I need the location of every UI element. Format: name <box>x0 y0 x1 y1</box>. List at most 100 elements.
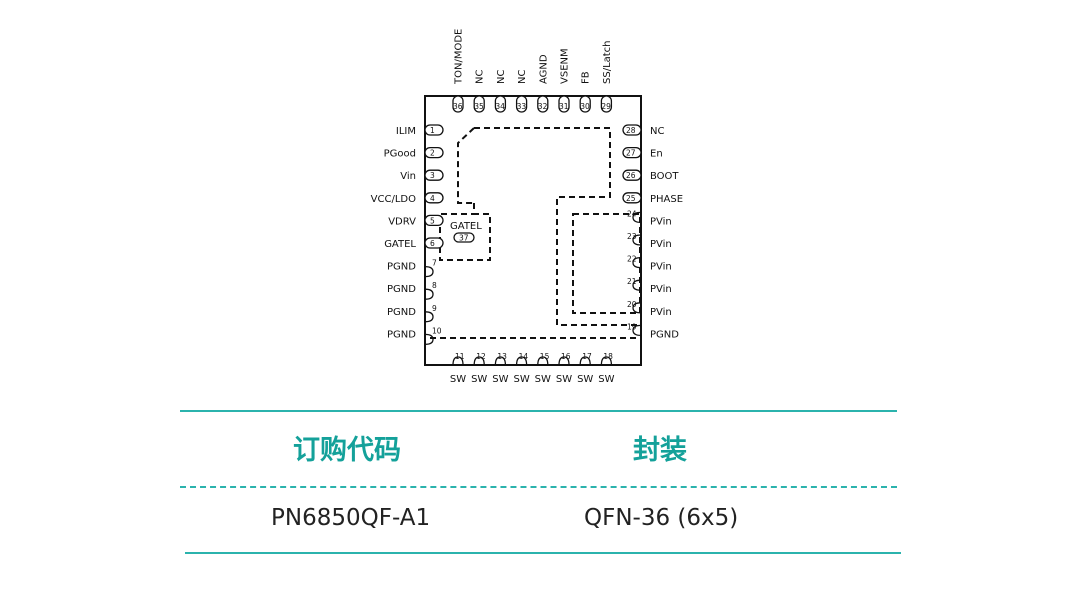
pin-3-number: 3 <box>430 171 435 180</box>
left-pin-column: 1ILIM2PGood3Vin4VCC/LDO5VDRV6GATEL7PGND8… <box>371 124 444 346</box>
pin-3-label: Vin <box>400 171 416 182</box>
cell-order-code: PN6850QF-A1 <box>271 505 431 531</box>
pin-20-pad <box>632 302 642 314</box>
pin-27-label: En <box>650 149 663 160</box>
pin-7-label: PGND <box>387 262 416 273</box>
pin-8-label: PGND <box>387 284 416 295</box>
pin-24-label: PVin <box>650 216 672 227</box>
pin-14-number: 14 <box>519 352 529 361</box>
pin-6-number: 6 <box>430 239 435 248</box>
header-package: 封装 <box>633 435 687 466</box>
pin-4-number: 4 <box>430 194 435 203</box>
pin-15-pad <box>537 356 549 366</box>
pin-35-number: 35 <box>474 102 484 111</box>
pin-35-pad <box>473 95 485 113</box>
pin-23-pad <box>632 234 642 246</box>
pin-13-pad <box>494 356 507 366</box>
pin-24-number: 24 <box>627 209 637 218</box>
exposed-pad-main <box>474 127 640 326</box>
pin-27-pad <box>622 146 642 159</box>
pin-18-label: SW <box>598 374 614 385</box>
pin-12-label: SW <box>471 374 487 385</box>
pin-17-label: SW <box>577 374 593 385</box>
pin-28-number: 28 <box>626 126 636 135</box>
pin-3-pad <box>424 169 444 181</box>
pin-30-label: FB <box>581 71 592 84</box>
center-pad-number: 37 <box>459 234 469 243</box>
pin-18-number: 18 <box>603 352 613 361</box>
pin-1-pad <box>424 124 444 136</box>
pin-33-label: NC <box>517 70 528 84</box>
pin-1-number: 1 <box>430 126 435 135</box>
pin-13-number: 13 <box>497 352 507 361</box>
exposed-pad-main-left <box>457 127 475 204</box>
pin-25-label: PHASE <box>650 194 683 205</box>
pin-34-label: NC <box>496 70 507 84</box>
pin-32-pad <box>537 95 549 113</box>
pin-23-label: PVin <box>650 239 672 250</box>
table-top-rule <box>180 410 897 412</box>
pin-11-pad <box>452 356 464 366</box>
pin-12-number: 12 <box>476 352 486 361</box>
pin-36-label: TON/MODE <box>454 29 465 85</box>
pin-25-number: 25 <box>626 194 636 203</box>
pin-19-number: 19 <box>627 322 637 331</box>
pin-26-number: 26 <box>626 171 636 180</box>
pin-31-pad <box>558 95 570 113</box>
pin-5-label: VDRV <box>388 216 416 227</box>
pin-7-number: 7 <box>432 259 437 268</box>
pin-10-pad <box>424 333 434 346</box>
pin-9-number: 9 <box>432 304 437 313</box>
pin-19-pad <box>632 324 642 337</box>
pin-14-pad <box>515 356 528 366</box>
center-pad-label: GATEL <box>450 221 482 232</box>
qfn-pinout-diagram: GATEL 37 36TON/MODE35NC34NC33NC32AGND31V… <box>371 29 683 385</box>
pin-11-label: SW <box>450 374 466 385</box>
pin-16-label: SW <box>556 374 572 385</box>
center-pad-pin-marker <box>453 232 475 243</box>
pin-9-pad <box>424 311 434 323</box>
pin-8-pad <box>424 288 434 300</box>
pin-2-number: 2 <box>430 149 435 158</box>
pin-6-pad <box>424 237 444 249</box>
pin-15-label: SW <box>535 374 551 385</box>
pin-24-pad <box>632 211 642 224</box>
pin-1-label: ILIM <box>396 126 416 137</box>
pin-33-pad <box>515 95 528 113</box>
pin-2-label: PGood <box>384 149 416 160</box>
table-bottom-rule <box>185 552 901 554</box>
pin-36-number: 36 <box>453 102 463 111</box>
pin-13-label: SW <box>492 374 508 385</box>
pin-34-pad <box>494 95 507 113</box>
pin-34-number: 34 <box>495 102 505 111</box>
cell-package: QFN-36 (6x5) <box>584 505 739 531</box>
pin-9-label: PGND <box>387 307 416 318</box>
pin-31-number: 31 <box>559 102 569 111</box>
pin-16-number: 16 <box>561 352 571 361</box>
pin-36-pad <box>452 95 464 113</box>
pin-22-label: PVin <box>650 262 672 273</box>
pin-32-label: AGND <box>538 54 549 84</box>
pin-5-number: 5 <box>430 216 435 225</box>
pin-10-label: PGND <box>387 329 416 340</box>
table-header-divider <box>180 486 897 488</box>
pin-18-pad <box>600 356 613 366</box>
pin-27-number: 27 <box>626 149 636 158</box>
pin-4-pad <box>424 192 444 204</box>
pin-31-label: VSENM <box>560 48 571 84</box>
pin-28-pad <box>622 124 642 136</box>
pin-17-pad <box>579 356 591 366</box>
pin-6-label: GATEL <box>384 239 416 250</box>
pin-21-label: PVin <box>650 284 672 295</box>
pin-19-label: PGND <box>650 329 679 340</box>
exposed-pad-gatel <box>439 203 491 261</box>
pin-26-label: BOOT <box>650 171 679 182</box>
pin-20-label: PVin <box>650 307 672 318</box>
pin-16-pad <box>558 356 570 366</box>
pin-30-number: 30 <box>580 102 590 111</box>
pin-21-pad <box>632 279 642 291</box>
header-order-code: 订购代码 <box>293 435 401 466</box>
pin-20-number: 20 <box>627 300 637 309</box>
